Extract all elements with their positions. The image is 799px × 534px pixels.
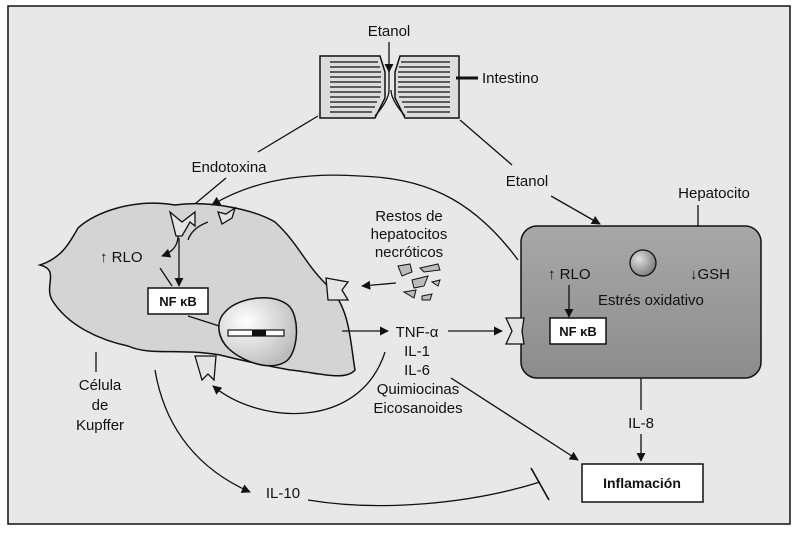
- dna-segment: [252, 330, 266, 336]
- hep-nfkb-label: NF κB: [559, 324, 597, 339]
- endotoxin-line: [257, 115, 319, 153]
- il6-label: IL-6: [404, 362, 430, 379]
- endotoxina-label: Endotoxina: [191, 159, 267, 176]
- kupffer-receptor-4: [194, 355, 217, 382]
- il10-inhibition-line: [307, 481, 541, 507]
- inflamacion-box: [581, 463, 704, 503]
- etanol-mid-label: Etanol: [506, 173, 549, 190]
- kupffer-receptor-3: [325, 277, 350, 301]
- celula-label-2: de: [92, 397, 109, 414]
- inflamacion-label: Inflamación: [603, 475, 681, 491]
- tnf-label: TNF-α: [396, 324, 439, 341]
- hep-nfkb-box: [549, 317, 607, 345]
- kupffer-rlo-label: ↑ RLO: [100, 249, 143, 266]
- etanol-to-hepatocyte-arrow: [550, 195, 601, 225]
- il10-label: IL-10: [266, 485, 300, 502]
- endotoxin-rlo-arrow: [161, 235, 179, 258]
- inhibition-bar: [530, 467, 550, 501]
- hep-receptor: [504, 317, 525, 345]
- etanol-top-label: Etanol: [368, 23, 411, 40]
- kupffer-receptor-2: [217, 206, 237, 225]
- receptor-link-line: [187, 221, 209, 241]
- debris-to-kupffer-arrow: [361, 280, 397, 290]
- hep-gsh-label: ↓GSH: [690, 266, 730, 283]
- kupffer-nfkb-box: [147, 287, 209, 315]
- necrotic-debris: [397, 263, 441, 301]
- il8-label: IL-8: [628, 415, 654, 432]
- restos-label-2: hepatocitos: [371, 226, 448, 243]
- intestino-label: Intestino: [482, 70, 539, 87]
- celula-label-3: Kupffer: [76, 417, 124, 434]
- etanol-line: [459, 119, 513, 166]
- cytokine-autocrine-arrow: [212, 351, 386, 415]
- cytokines-inflamacion-arrow: [450, 377, 579, 461]
- hepatocyte-nucleus: [629, 249, 657, 277]
- restos-label-1: Restos de: [375, 208, 443, 225]
- hepatocito-label: Hepatocito: [678, 185, 750, 202]
- eicosanoides-label: Eicosanoides: [373, 400, 462, 417]
- kupffer-nfkb-label: NF κB: [159, 294, 197, 309]
- restos-label-3: necróticos: [375, 244, 443, 261]
- hep-rlo-label: ↑ RLO: [548, 266, 591, 283]
- il1-label: IL-1: [404, 343, 430, 360]
- quimiocinas-label: Quimiocinas: [377, 381, 460, 398]
- kupffer-receptor-1: [168, 210, 196, 237]
- celula-label-1: Célula: [79, 377, 122, 394]
- kupffer-il10-arrow: [154, 369, 251, 493]
- hepatocyte-kupffer-feedback-arrow: [211, 174, 519, 261]
- estres-label: Estrés oxidativo: [598, 292, 704, 309]
- rlo-nfkb-line: [159, 267, 173, 287]
- intestine-structure: [319, 55, 460, 119]
